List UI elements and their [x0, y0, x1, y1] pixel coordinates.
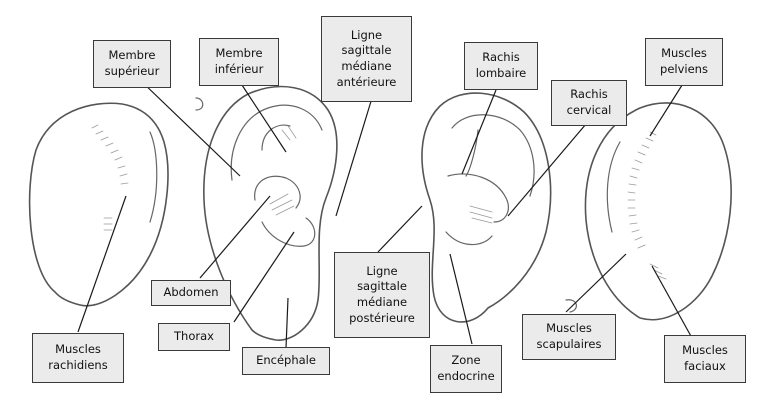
label-abdomen: Abdomen	[151, 280, 231, 306]
ear-front-left	[195, 85, 338, 341]
leader-zone-endocrine	[449, 253, 473, 345]
label-muscles-pelviens: Muscles pelviens	[645, 38, 723, 86]
ear-back-left	[28, 102, 169, 307]
label-rachis-cervical: Rachis cervical	[551, 80, 627, 126]
label-rachis-lombaire: Rachis lombaire	[464, 42, 538, 90]
label-ligne-sagittale-posterieure: Ligne sagittale médiane postérieure	[334, 252, 430, 338]
label-thorax: Thorax	[158, 323, 230, 351]
leader-muscles-faciaux	[651, 265, 693, 339]
label-membre-superieur: Membre supérieur	[93, 40, 171, 88]
leader-rachis-cervical	[507, 123, 587, 217]
leader-rachis-lombaire	[461, 89, 497, 175]
leader-thorax	[233, 231, 295, 323]
leader-ligne-anterieure	[335, 97, 373, 217]
ear-front-right	[421, 92, 577, 323]
ear-back-right	[584, 102, 732, 321]
leader-membre-inferieur	[239, 81, 287, 153]
leader-ligne-posterieure	[377, 205, 423, 253]
label-muscles-rachidiens: Muscles rachidiens	[32, 333, 124, 383]
leader-membre-superieur	[139, 79, 241, 177]
label-muscles-scapulaires: Muscles scapulaires	[522, 314, 616, 360]
leader-muscles-pelviens	[649, 81, 685, 137]
leader-muscles-scapulaires	[565, 253, 627, 313]
label-ligne-sagittale-anterieure: Ligne sagittale médiane antérieure	[321, 16, 412, 102]
label-membre-inferieur: Membre inférieur	[199, 38, 279, 86]
label-zone-endocrine: Zone endocrine	[430, 345, 502, 393]
leader-encephale	[285, 297, 289, 349]
label-muscles-faciaux: Muscles faciaux	[664, 335, 746, 383]
leader-muscles-rachidiens	[77, 195, 127, 333]
label-encephale: Encéphale	[242, 347, 330, 375]
leader-abdomen	[199, 195, 271, 279]
leader-lines	[77, 79, 693, 349]
